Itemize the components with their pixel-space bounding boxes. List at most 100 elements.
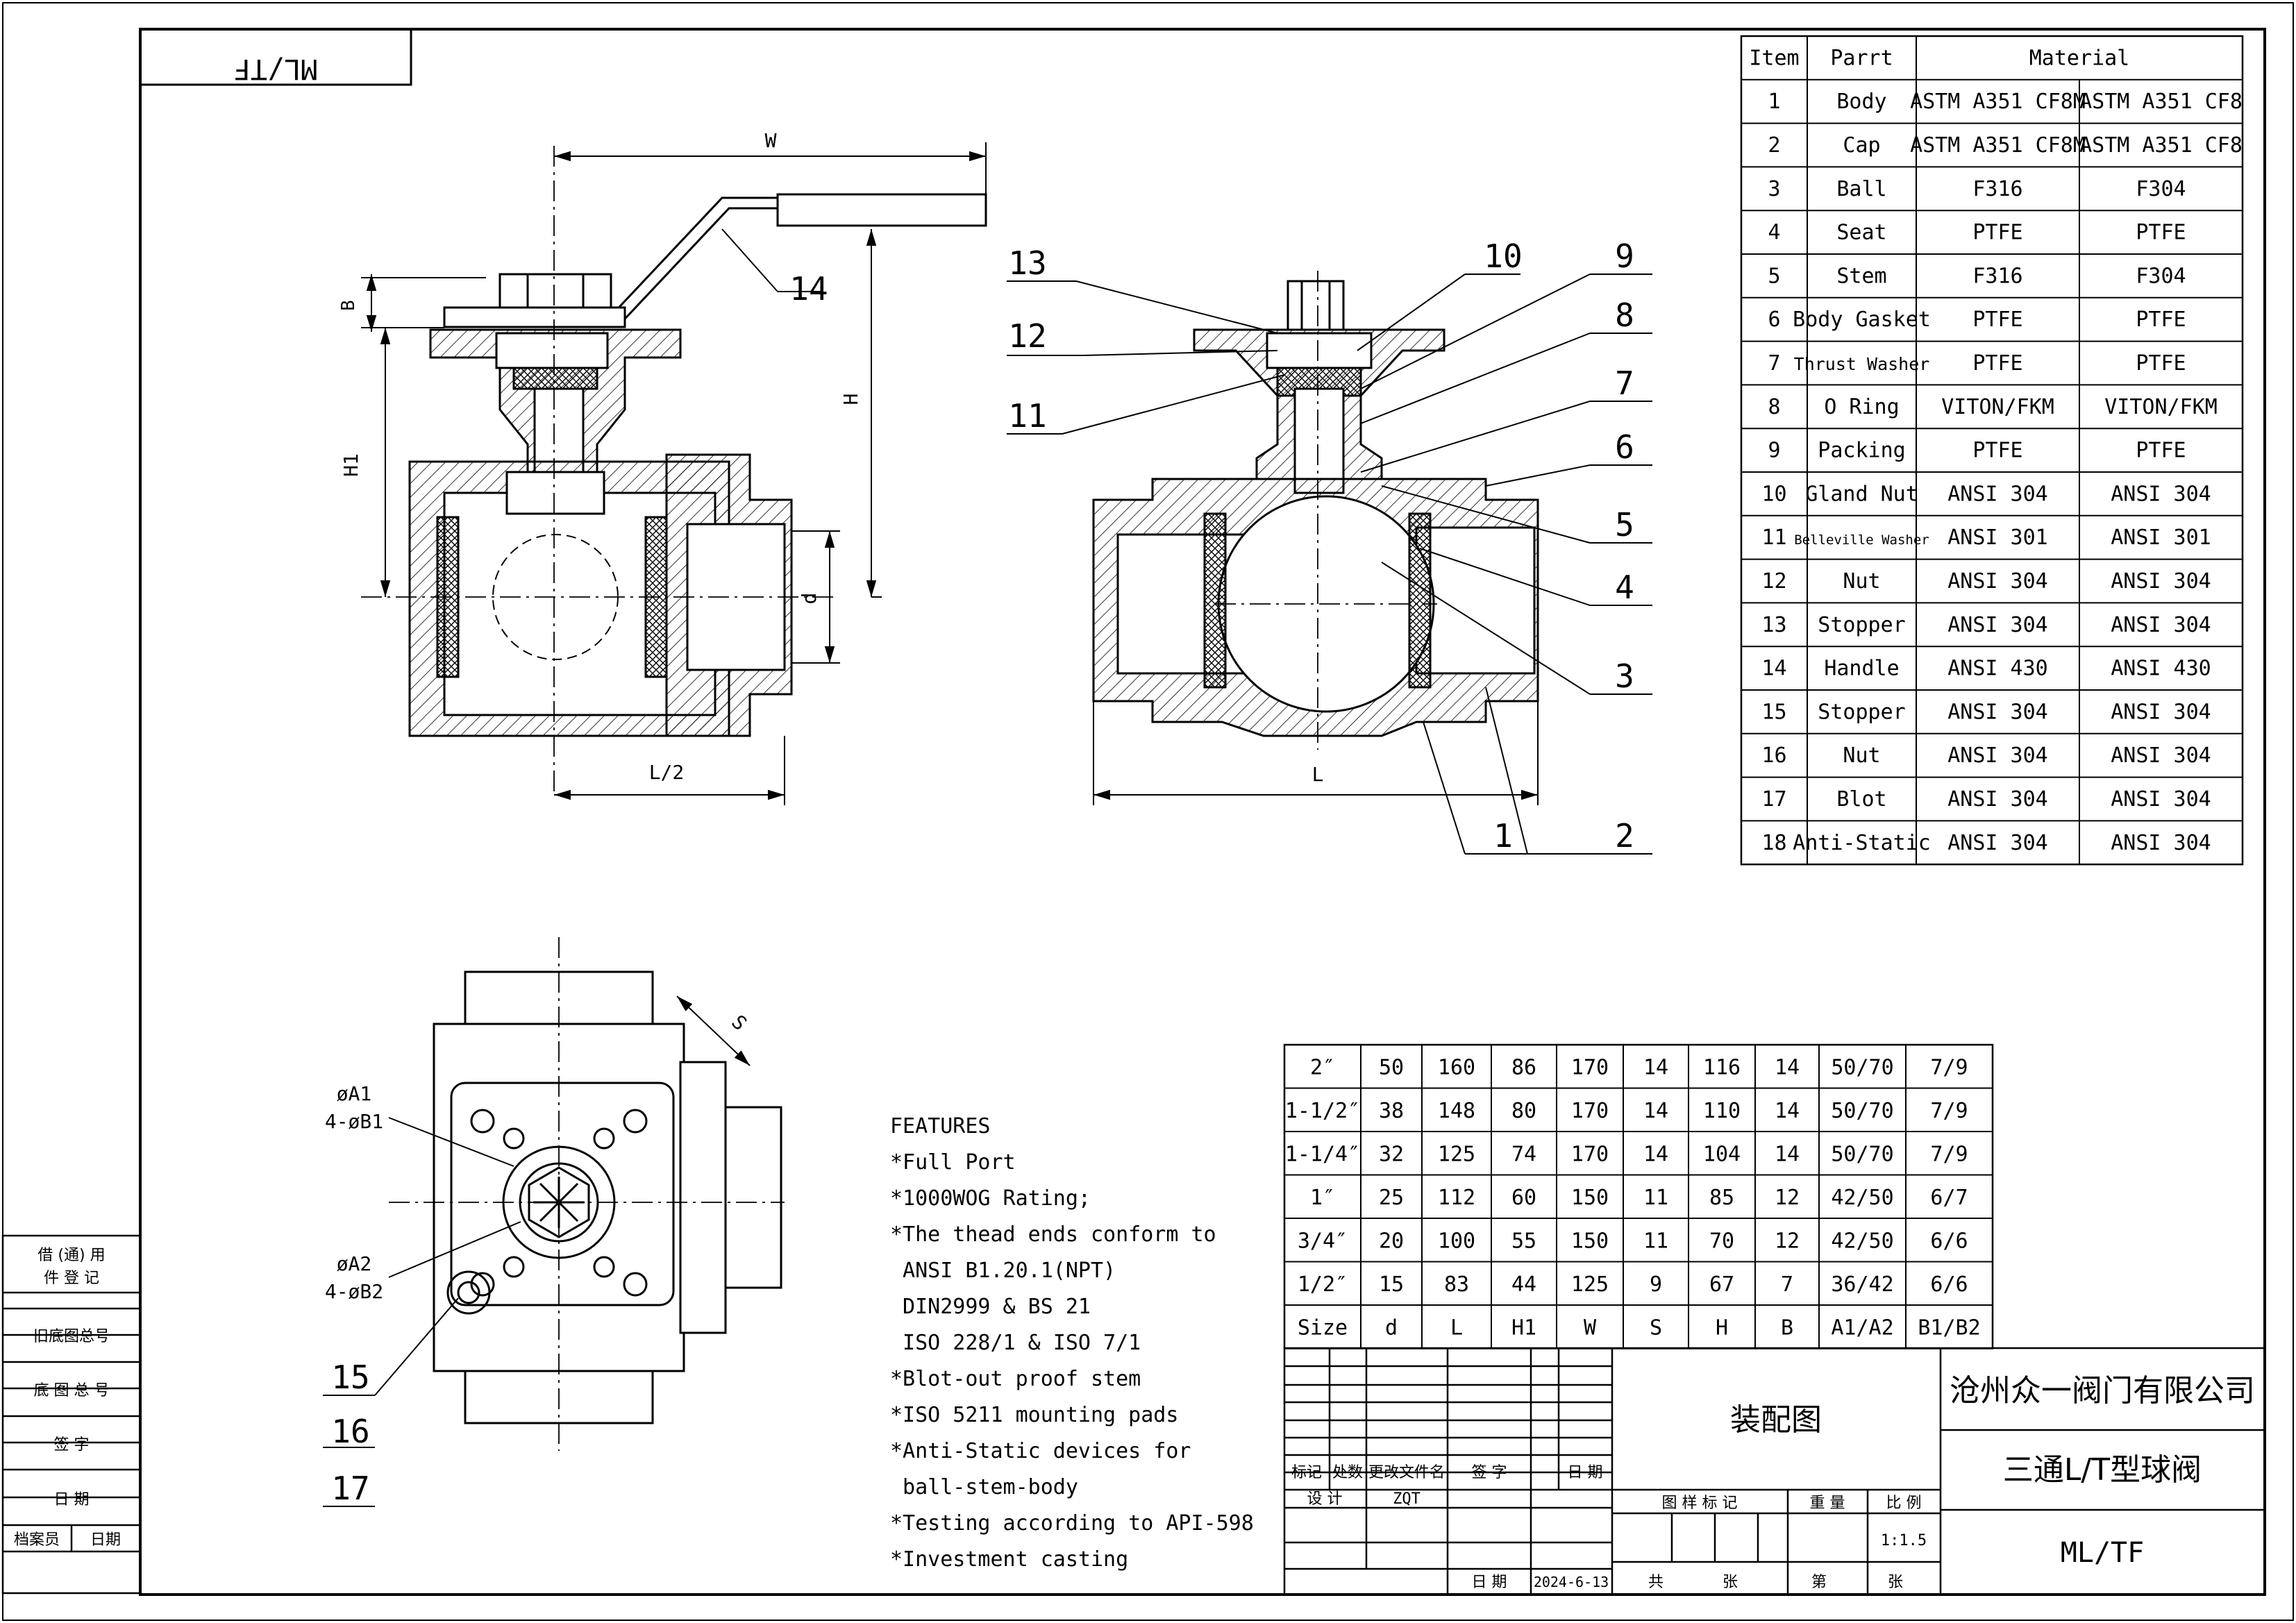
dim-cell: 36/42 xyxy=(1831,1272,1893,1297)
balloon-7: 7 xyxy=(1615,364,1634,402)
dim-cell: 170 xyxy=(1571,1055,1609,1079)
parts-cell: ANSI 304 xyxy=(2111,787,2211,812)
balloon-11: 11 xyxy=(1008,397,1046,435)
designer-value: ZQT xyxy=(1393,1490,1421,1508)
dim-H: H xyxy=(839,394,862,405)
title-block xyxy=(1283,1347,2266,1596)
parts-cell: ANSI 304 xyxy=(1947,482,2048,506)
parts-cell: ANSI 430 xyxy=(1947,657,2048,681)
dim-cell: 14 xyxy=(1775,1099,1800,1123)
parts-cell: F316 xyxy=(1972,177,2022,201)
top-view-leaders xyxy=(323,995,751,1507)
parts-cell: PTFE xyxy=(2136,351,2186,376)
parts-cell: 10 xyxy=(1761,482,1786,506)
parts-cell: F304 xyxy=(2136,177,2186,201)
parts-cell: 17 xyxy=(1761,787,1786,812)
parts-cell: 5 xyxy=(1768,264,1780,288)
dim-cell: 11 xyxy=(1643,1229,1668,1253)
total-label: 共 xyxy=(1648,1574,1664,1591)
balloon-13: 13 xyxy=(1008,244,1046,282)
drawing-mark-label: 图 样 标 记 xyxy=(1662,1495,1738,1512)
title-block-text: 标记 处数 更改文件名 签 字 日 期 设 计 ZQT 日 期 2024-6-1… xyxy=(1291,1373,2255,1591)
dim-cell: 50/70 xyxy=(1831,1055,1893,1079)
scale-value: 1:1.5 xyxy=(1881,1532,1927,1549)
dim-cell: 1-1/4″ xyxy=(1285,1142,1360,1166)
top-view xyxy=(389,937,785,1451)
feature-line: *ISO 5211 mounting pads xyxy=(890,1403,1178,1427)
section-view xyxy=(1092,271,1539,750)
dim-cell: 7 xyxy=(1781,1272,1793,1297)
model-code: ML/TF xyxy=(2061,1537,2144,1569)
parts-cell: 12 xyxy=(1761,569,1786,594)
parts-cell: 16 xyxy=(1761,743,1786,768)
parts-cell: ANSI 304 xyxy=(1947,831,2048,855)
dim-header-cell: L xyxy=(1450,1315,1463,1340)
balloon-5: 5 xyxy=(1615,506,1634,544)
archivist-date-label: 日期 xyxy=(90,1531,121,1549)
dim-cell: 148 xyxy=(1438,1099,1475,1123)
dim-cell: 14 xyxy=(1643,1099,1668,1123)
parts-cell: 7 xyxy=(1768,351,1780,376)
side-view xyxy=(361,146,987,791)
parts-cell: 2 xyxy=(1768,133,1780,158)
rev-header-file: 更改文件名 xyxy=(1368,1464,1445,1481)
dim-cell: 170 xyxy=(1571,1099,1609,1123)
balloon-9: 9 xyxy=(1615,237,1634,275)
dim-cell: 7/9 xyxy=(1930,1099,1968,1123)
parts-cell: Handle xyxy=(1824,657,1899,681)
parts-cell: Body xyxy=(1836,90,1886,114)
dim-header-cell: H xyxy=(1716,1315,1728,1340)
dim-header-cell: B xyxy=(1781,1315,1793,1340)
product-name: 三通L/T型球阀 xyxy=(2003,1452,2202,1488)
weight-label: 重 量 xyxy=(1810,1495,1845,1512)
dim-L-half: L/2 xyxy=(649,761,685,784)
rev-header-date: 日 期 xyxy=(1568,1464,1603,1481)
parts-cell: ANSI 304 xyxy=(1947,569,2048,594)
old-drawing-no: 旧底图总号 xyxy=(33,1328,110,1345)
parts-cell: Stopper xyxy=(1818,613,1905,637)
dim-cell: 150 xyxy=(1571,1186,1609,1210)
dim-cell: 125 xyxy=(1438,1142,1475,1166)
feature-line: *Blot-out proof stem xyxy=(890,1367,1141,1391)
parts-cell: Ball xyxy=(1836,177,1886,201)
parts-cell: 4 xyxy=(1768,221,1780,245)
parts-cell: 9 xyxy=(1768,439,1780,463)
dim-cell: 42/50 xyxy=(1831,1229,1893,1253)
assembly-drawing-title: 装配图 xyxy=(1730,1402,1822,1438)
sheet-no-label: 第 xyxy=(1811,1574,1827,1591)
parts-cell: 18 xyxy=(1761,831,1786,855)
parts-cell: ANSI 301 xyxy=(2111,525,2211,550)
dim-cell: 6/6 xyxy=(1930,1229,1968,1253)
parts-cell: ANSI 430 xyxy=(2111,657,2211,681)
balloon-6: 6 xyxy=(1615,428,1634,466)
dim-cell: 50 xyxy=(1379,1055,1404,1079)
dim-cell: 38 xyxy=(1379,1099,1404,1123)
balloon-14: 14 xyxy=(789,270,828,308)
parts-cell: Belleville Washer xyxy=(1794,532,1929,548)
dim-cell: 70 xyxy=(1709,1229,1734,1253)
dim-cell: 1-1/2″ xyxy=(1285,1099,1360,1123)
feature-line: ISO 228/1 & ISO 7/1 xyxy=(890,1331,1141,1355)
date-value: 2024-6-13 xyxy=(1534,1574,1609,1590)
dim-cell: 7/9 xyxy=(1930,1142,1968,1166)
dim-cell: 100 xyxy=(1438,1229,1475,1253)
dim-cell: 15 xyxy=(1379,1272,1404,1297)
dim-cell: 170 xyxy=(1571,1142,1609,1166)
dim-cell: 42/50 xyxy=(1831,1186,1893,1210)
side-view-dimensions xyxy=(361,142,987,805)
parts-cell: ASTM A351 CF8 xyxy=(2079,133,2243,158)
parts-cell: 11 xyxy=(1761,525,1786,550)
dim-cell: 6/7 xyxy=(1930,1186,1968,1210)
dim-cell: 150 xyxy=(1571,1229,1609,1253)
parts-cell: Packing xyxy=(1818,439,1905,463)
borrow-reg-line2: 件 登 记 xyxy=(44,1270,99,1287)
dim-cell: 74 xyxy=(1511,1142,1536,1166)
balloon-12: 12 xyxy=(1008,317,1046,355)
parts-cell: Cap xyxy=(1843,133,1880,158)
feature-line: *Investment casting xyxy=(890,1547,1128,1572)
section-view-dimensions xyxy=(1093,701,1539,805)
features-block: FEATURES *Full Port *1000WOG Rating; *Th… xyxy=(890,1114,1254,1572)
dim-cell: 7/9 xyxy=(1930,1055,1968,1079)
parts-header-cell: Material xyxy=(2029,46,2130,70)
balloon-3: 3 xyxy=(1615,657,1634,695)
